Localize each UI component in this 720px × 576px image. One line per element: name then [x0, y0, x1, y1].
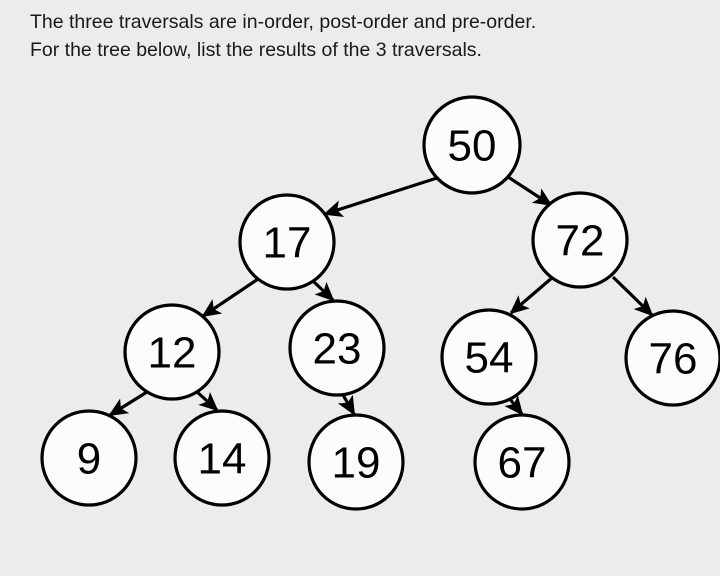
tree-node-12: 12 [123, 303, 221, 401]
node-label-76: 76 [649, 335, 698, 384]
tree-node-23: 23 [288, 299, 386, 397]
node-label-17: 17 [263, 219, 312, 268]
node-label-23: 23 [313, 325, 362, 374]
question-text: The three traversals are in-order, post-… [30, 11, 537, 61]
tree-nodes-layer: 50 17 72 12 23 54 76 9 14 19 67 [40, 95, 720, 511]
node-circle-14 [173, 409, 271, 507]
node-label-14: 14 [198, 435, 247, 484]
node-label-72: 72 [556, 217, 605, 266]
tree-edge-n54-n67 [504, 395, 524, 416]
tree-edge-n23-n19 [337, 394, 356, 416]
tree-edge-n17-n23 [311, 279, 335, 302]
node-circle-54 [440, 308, 538, 406]
tree-edge-n50-n72 [507, 175, 553, 207]
node-label-19: 19 [332, 439, 381, 488]
node-circle-9 [40, 409, 138, 507]
node-label-67: 67 [498, 439, 547, 488]
tree-node-67: 67 [473, 413, 571, 511]
node-circle-72 [531, 191, 629, 289]
tree-edges-layer [108, 175, 654, 417]
node-label-54: 54 [465, 334, 514, 383]
node-circle-17 [238, 193, 336, 291]
tree-edge-n50-n17 [323, 176, 438, 217]
node-circle-12 [123, 303, 221, 401]
tree-node-19: 19 [307, 413, 405, 511]
tree-edge-n17-n12 [201, 277, 259, 318]
node-circle-76 [624, 309, 720, 407]
node-circle-23 [288, 299, 386, 397]
tree-node-54: 54 [440, 308, 538, 406]
tree-node-72: 72 [531, 191, 629, 289]
tree-edge-n72-n76 [611, 275, 654, 317]
node-circle-19 [307, 413, 405, 511]
tree-node-50: 50 [422, 95, 522, 195]
node-label-12: 12 [148, 329, 197, 378]
tree-node-9: 9 [40, 409, 138, 507]
tree-node-17: 17 [238, 193, 336, 291]
tree-edge-n12-n9 [108, 390, 148, 417]
tree-node-76: 76 [624, 309, 720, 407]
node-circle-67 [473, 413, 571, 511]
node-label-50: 50 [448, 122, 497, 171]
tree-edge-n12-n14 [194, 389, 219, 412]
tree-node-14: 14 [173, 409, 271, 507]
node-label-9: 9 [77, 435, 101, 484]
node-circle-50 [422, 95, 522, 195]
tree-edge-n72-n54 [509, 275, 555, 315]
